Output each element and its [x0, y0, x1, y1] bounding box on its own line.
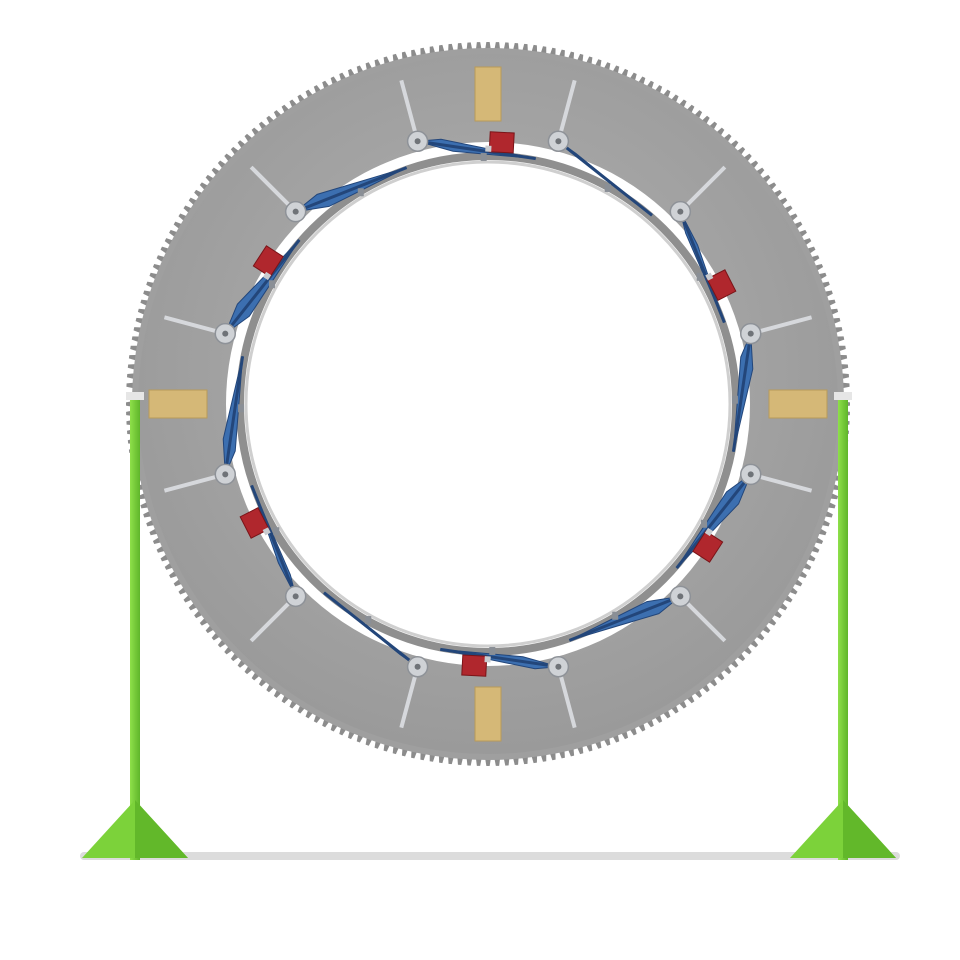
arm-clip	[357, 188, 364, 197]
ground-shadow	[80, 852, 900, 860]
arm-rod	[223, 356, 245, 475]
support-stand-icon	[82, 392, 896, 860]
arm-clip	[489, 646, 496, 655]
arm-rod	[224, 239, 301, 335]
red-block	[252, 245, 284, 281]
red-block	[705, 269, 737, 301]
red-block-body	[461, 654, 488, 677]
red-block-body	[488, 131, 515, 154]
pulley-hub	[292, 208, 299, 215]
ring-spoke	[753, 315, 813, 335]
linkage-arm	[568, 585, 692, 642]
ring-spoke	[249, 165, 295, 211]
pulley-hub	[222, 471, 229, 478]
red-block-body	[252, 245, 284, 278]
pulley-hub	[747, 471, 754, 478]
pulley-hub	[747, 330, 754, 337]
pulley-hub	[222, 330, 229, 337]
arm-clip	[273, 527, 280, 536]
red-block-body	[706, 269, 737, 301]
linkage-arm	[284, 166, 408, 223]
tan-block	[768, 389, 828, 419]
linkage-arm	[547, 130, 653, 217]
linkage-arm	[675, 463, 762, 569]
pulley-hub	[677, 208, 684, 215]
red-block	[461, 654, 491, 677]
linkage-arm	[214, 356, 245, 486]
arm-rod	[295, 166, 408, 214]
red-block-bolt	[705, 272, 714, 281]
red-actuator-blocks	[239, 131, 737, 677]
ring-spoke	[399, 79, 419, 139]
arm-rod	[440, 647, 559, 669]
arm-rod	[417, 139, 536, 161]
arm-rod	[675, 473, 752, 569]
tan-block	[474, 66, 502, 122]
arm-rod	[731, 333, 753, 452]
ring-spoke	[399, 669, 419, 729]
pulley-hub	[414, 663, 421, 670]
stand-right	[790, 392, 896, 860]
arm-clip	[612, 611, 619, 620]
arm-clip	[268, 280, 275, 289]
red-block	[692, 527, 724, 563]
ring-spokes	[163, 79, 813, 729]
red-block-bolt	[484, 656, 491, 663]
tan-block	[148, 389, 208, 419]
ring-spoke	[753, 473, 813, 493]
linkage-arm	[440, 646, 570, 678]
linkage-arm	[669, 200, 726, 324]
ring-spoke	[681, 165, 727, 211]
pulley-hub	[555, 663, 562, 670]
arm-clip	[480, 153, 487, 162]
arm-rod	[678, 211, 726, 324]
arm-rod	[568, 594, 681, 642]
arm-clip	[701, 519, 708, 528]
ring-spoke	[163, 473, 223, 493]
arm-clip	[238, 404, 245, 413]
arm-clip	[696, 272, 703, 281]
arm-clip	[365, 616, 372, 625]
stand-left	[82, 392, 188, 860]
red-block-bolt	[704, 527, 714, 537]
arm-clip	[731, 395, 738, 404]
pulley-hub	[414, 138, 421, 145]
red-block-bolt	[262, 271, 272, 281]
arm-rod	[323, 591, 419, 668]
pulley-hub	[677, 593, 684, 600]
arm-rod	[250, 484, 298, 597]
tan-block	[474, 686, 502, 742]
linkage-arm	[731, 322, 762, 452]
red-block-body	[692, 530, 724, 563]
red-block-bolt	[485, 145, 492, 152]
red-block	[239, 507, 271, 539]
linkage-arm	[406, 130, 536, 162]
linkage-arm	[323, 591, 429, 678]
linkage-arm	[214, 239, 301, 345]
tan-blocks	[148, 66, 828, 742]
ring-spoke	[249, 597, 295, 643]
inner-bearing-ring	[236, 152, 740, 656]
red-block-bolt	[262, 527, 271, 536]
red-block	[485, 131, 515, 154]
pulley-hub	[555, 138, 562, 145]
ring-spoke	[557, 79, 577, 139]
iris-linkage-icon	[214, 130, 762, 678]
linkage-arm	[250, 484, 307, 608]
pulley-hub	[292, 593, 299, 600]
red-block-body	[239, 507, 270, 539]
ring-spoke	[557, 669, 577, 729]
ring-spoke	[681, 597, 727, 643]
ring-spoke	[163, 315, 223, 335]
arm-clip	[604, 183, 611, 192]
arm-rod	[557, 140, 653, 217]
